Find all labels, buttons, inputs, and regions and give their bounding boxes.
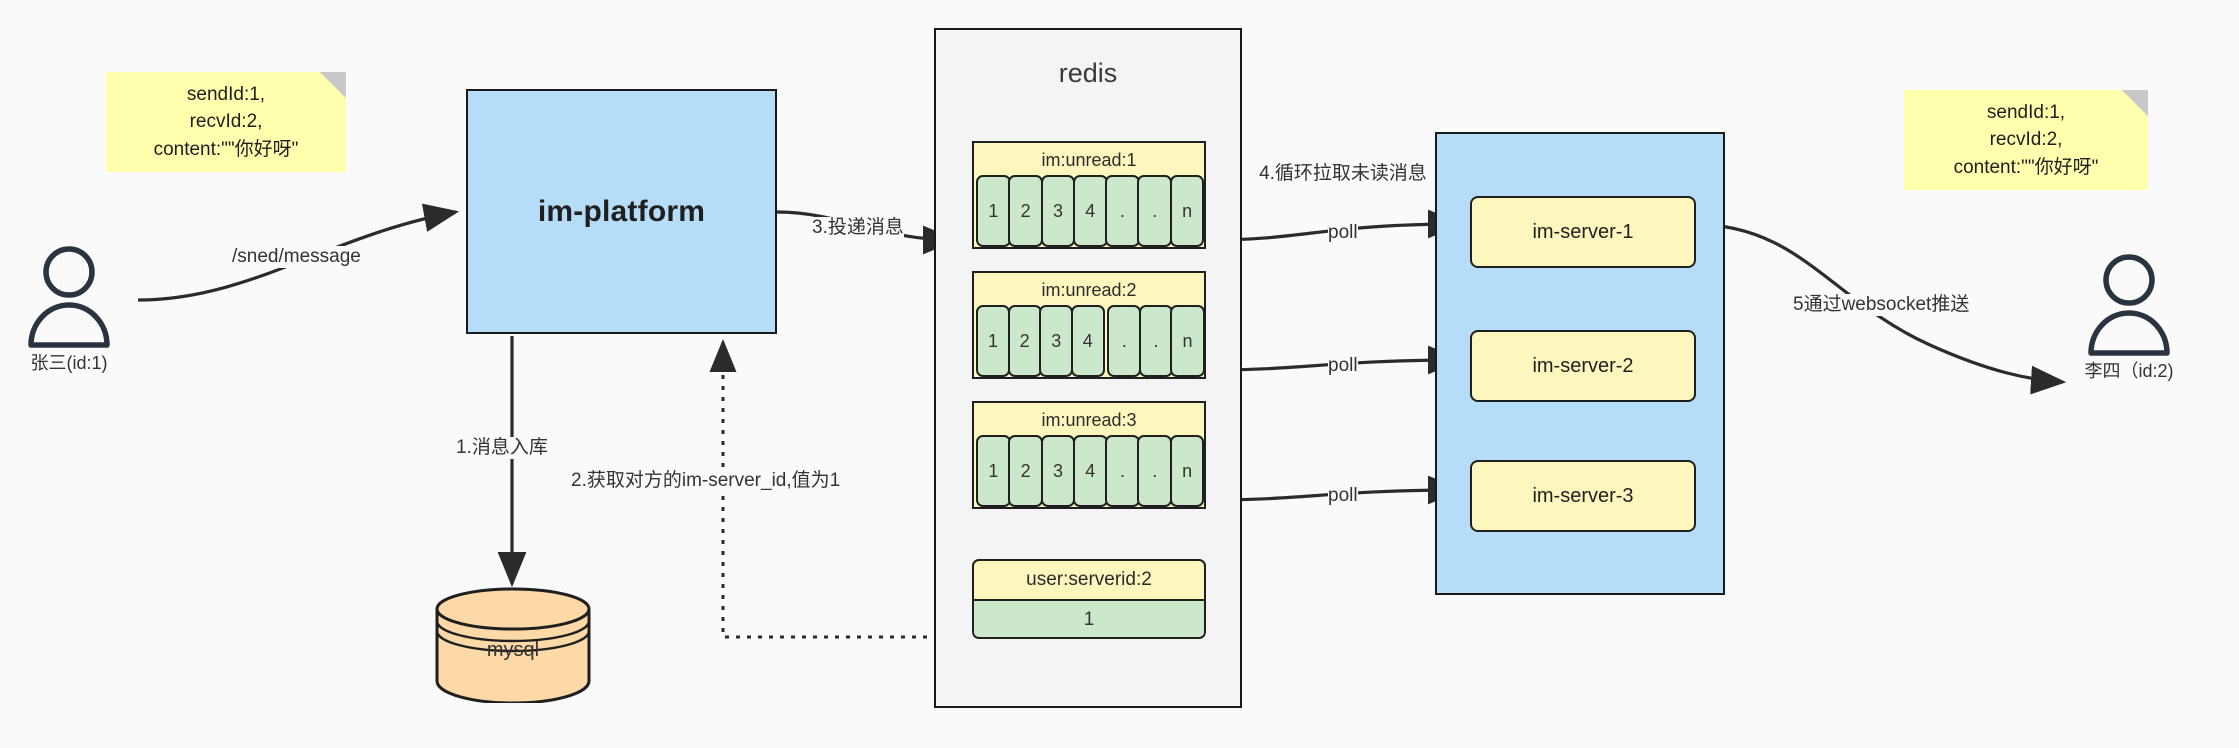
node-im-platform[interactable]: im-platform — [466, 89, 777, 334]
redis-cell[interactable]: . — [1137, 435, 1173, 507]
redis-cell[interactable]: n — [1169, 435, 1205, 507]
redis-cell-row: 1 2 3 4 . . n — [976, 435, 1205, 507]
redis-cell[interactable]: 2 — [1008, 435, 1044, 507]
redis-cell[interactable]: 4 — [1072, 175, 1108, 247]
edge-label-step2: 2.获取对方的im-server_id,值为1 — [571, 470, 841, 492]
redis-key-im-unread-1[interactable]: im:unread:1 1 2 3 4 . . n — [972, 141, 1206, 249]
redis-cell-row: 1 2 3 4 . . n — [976, 175, 1205, 247]
edge-redis3-to-server3 — [1214, 475, 1464, 505]
actor-sender-label: 张三(id:1) — [30, 349, 108, 375]
node-im-platform-label: im-platform — [537, 194, 706, 228]
redis-cell[interactable]: 2 — [1007, 305, 1042, 377]
node-im-server-1[interactable]: im-server-1 — [1470, 196, 1696, 268]
redis-cell[interactable]: 4 — [1070, 305, 1105, 377]
edge-label-poll-1: poll — [1328, 222, 1358, 244]
redis-cell[interactable]: n — [1170, 305, 1205, 377]
node-redis-label: redis — [1058, 58, 1118, 88]
edge-label-poll-2: poll — [1328, 355, 1358, 377]
redis-cell[interactable]: 1 — [976, 435, 1011, 507]
node-im-server-2[interactable]: im-server-2 — [1470, 330, 1696, 402]
edge-server1-to-receiver — [1691, 222, 2067, 395]
redis-key-im-unread-3[interactable]: im:unread:3 1 2 3 4 . . n — [972, 401, 1206, 509]
redis-cell[interactable]: . — [1137, 175, 1173, 247]
redis-cell[interactable]: 3 — [1040, 175, 1076, 247]
note-left-message-payload: sendId:1, recvId:2, content:""你好呀" — [106, 72, 346, 172]
redis-cell[interactable]: 3 — [1039, 305, 1074, 377]
redis-cell[interactable]: . — [1107, 305, 1142, 377]
redis-cell[interactable]: . — [1138, 305, 1173, 377]
actor-receiver-label: 李四（id:2) — [2084, 357, 2174, 383]
database-cylinder-icon — [435, 587, 591, 705]
redis-cell[interactable]: n — [1169, 175, 1205, 247]
edge-label-poll-3: poll — [1328, 485, 1358, 507]
node-mysql[interactable]: mysql — [433, 587, 593, 705]
edge-redis-serverid-to-platform — [709, 339, 960, 639]
note-fold-icon — [2122, 90, 2148, 116]
user-icon — [2088, 254, 2170, 356]
edge-redis2-to-server2 — [1214, 345, 1464, 375]
actor-sender: 张三(id:1) — [25, 245, 113, 375]
actor-receiver: 李四（id:2) — [2084, 253, 2174, 383]
redis-key-im-unread-2[interactable]: im:unread:2 1 2 3 4 . . n — [972, 271, 1206, 379]
redis-cell[interactable]: 1 — [976, 305, 1011, 377]
note-right-text: sendId:1, recvId:2, content:""你好呀" — [1953, 101, 2099, 178]
redis-cell[interactable]: 1 — [976, 175, 1011, 247]
redis-key-label: im:unread:3 — [1041, 410, 1137, 430]
redis-key-label: user:serverid:2 — [1026, 569, 1152, 590]
redis-cell[interactable]: 4 — [1072, 435, 1108, 507]
redis-key-value: 1 — [974, 599, 1204, 637]
redis-key-label: im:unread:2 — [1041, 280, 1137, 300]
node-im-server-3[interactable]: im-server-3 — [1470, 460, 1696, 532]
node-im-server-3-label: im-server-3 — [1532, 484, 1634, 507]
node-mysql-label: mysql — [486, 639, 540, 661]
note-right-message-payload: sendId:1, recvId:2, content:""你好呀" — [1904, 90, 2148, 190]
redis-key-user-serverid[interactable]: user:serverid:2 1 — [972, 559, 1206, 639]
node-im-server-group: im-server-1 im-server-2 im-server-3 — [1435, 132, 1725, 595]
redis-cell-row: 1 2 3 4 . . n — [976, 305, 1205, 377]
edge-label-step3: 3.投递消息 — [812, 217, 904, 239]
note-left-text: sendId:1, recvId:2, content:""你好呀" — [153, 83, 299, 160]
edge-redis1-to-server1 — [1214, 209, 1464, 242]
user-icon — [28, 246, 110, 348]
edge-label-step5: 5通过websocket推送 — [1793, 294, 1970, 316]
note-fold-icon — [320, 72, 346, 98]
node-im-server-2-label: im-server-2 — [1532, 354, 1634, 377]
edge-label-step1: 1.消息入库 — [456, 437, 548, 459]
redis-cell[interactable]: . — [1105, 175, 1140, 247]
redis-cell[interactable]: 2 — [1008, 175, 1044, 247]
edge-label-step4: 4.循环拉取未读消息 — [1258, 163, 1428, 185]
redis-cell[interactable]: 3 — [1040, 435, 1076, 507]
node-im-server-1-label: im-server-1 — [1532, 220, 1634, 243]
redis-cell[interactable]: . — [1105, 435, 1140, 507]
node-redis-panel: redis im:unread:1 1 2 3 4 . . n im:unrea… — [934, 28, 1242, 708]
redis-key-label: im:unread:1 — [1041, 150, 1137, 170]
edge-label-send-message: /sned/message — [232, 246, 361, 268]
